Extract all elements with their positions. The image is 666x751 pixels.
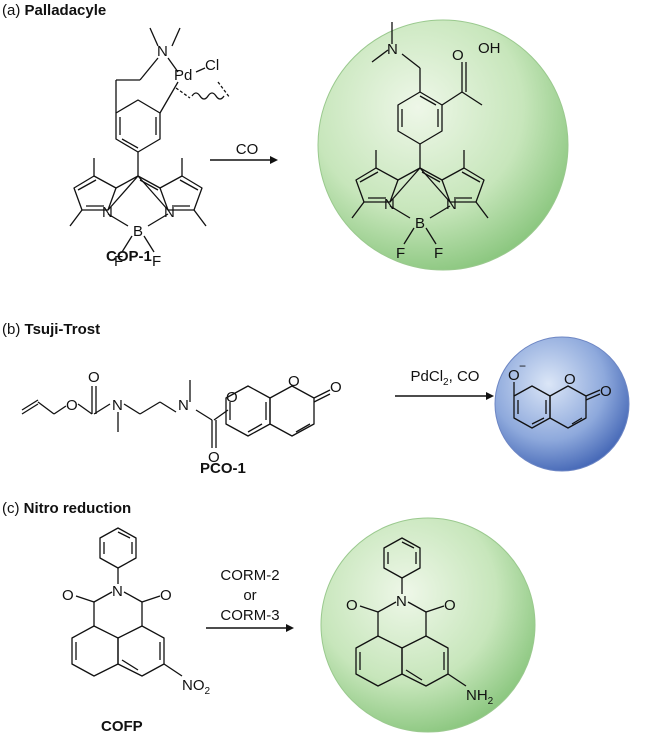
atom-o-ring: O — [288, 373, 300, 390]
reagent-label-pdcl2-co: PdCl2, CO — [395, 367, 495, 393]
panel-a-tag: (a) — [2, 2, 21, 19]
atom-o-ether: O — [66, 397, 78, 414]
structure-product-a — [351, 22, 489, 245]
atom-o-ring: O — [564, 371, 576, 388]
compound-label-pco1: PCO-1 — [200, 460, 246, 477]
compound-label-cop1: COP-1 — [106, 248, 152, 265]
atom-no2-subscript: 2 — [205, 686, 211, 697]
panel-b-header: (b) Tsuji-Trost — [2, 321, 100, 338]
atom-labels-pco1: O O N N O O O O — [66, 369, 342, 466]
reagent-line-or: or — [243, 587, 257, 604]
panel-a-title: Palladacyle — [24, 2, 107, 19]
reagent-label-corm: CORM-2 or CORM-3 — [205, 566, 295, 626]
atom-oh: OH — [478, 40, 501, 57]
atom-labels-cop1: N Pd Cl N N B F F — [102, 43, 219, 270]
atom-f-left: F — [396, 245, 405, 262]
structure-pco1 — [21, 380, 331, 448]
atom-no2: NO2 — [182, 677, 211, 697]
structure-product-b — [513, 382, 601, 429]
panel-a-header: (a) Palladacyle — [2, 2, 106, 19]
atom-n-2: N — [178, 397, 189, 414]
reagent-co-text: , CO — [448, 368, 480, 385]
atom-o-phenolate: O — [508, 367, 520, 384]
atom-n-amine: N — [157, 43, 168, 60]
panel-b-title: Tsuji-Trost — [24, 321, 101, 338]
atom-labels-product-c: N O O NH2 — [346, 593, 494, 707]
atom-nh2: NH2 — [466, 687, 494, 707]
atom-pd: Pd — [174, 67, 192, 84]
atom-f-right: F — [152, 253, 161, 270]
atom-o-carbonyl: O — [452, 47, 464, 64]
reagent-line-corm3: CORM-3 — [220, 607, 280, 624]
atom-o-aryl: O — [226, 389, 238, 406]
atom-o-left: O — [62, 587, 74, 604]
reagent-pdcl-text: PdCl — [410, 368, 444, 385]
reagent-pdcl-subscript: 2 — [443, 377, 449, 388]
atom-n-right: N — [446, 196, 457, 213]
atom-n-amine: N — [387, 41, 398, 58]
atom-b: B — [415, 215, 425, 232]
reaction-arrow-b — [395, 392, 494, 400]
product-sphere-a — [317, 19, 569, 271]
reagent-line-corm2: CORM-2 — [220, 567, 280, 584]
panel-c-header: (c) Nitro reduction — [2, 500, 131, 517]
atom-no2-text: NO — [182, 677, 205, 694]
atom-o-carbonyl-1: O — [88, 369, 100, 386]
product-sphere-c — [320, 517, 536, 733]
atom-o-left: O — [346, 597, 358, 614]
atom-o-carbonyl-2: O — [208, 449, 220, 466]
atom-n: N — [396, 593, 407, 610]
atom-cl: Cl — [205, 57, 219, 74]
atom-o-carbonyl: O — [600, 383, 612, 400]
reaction-arrow-c — [206, 624, 294, 632]
atom-labels-product-b: O − O O — [508, 359, 612, 400]
structure-cofp — [71, 527, 183, 677]
atom-b: B — [133, 223, 143, 240]
panel-b-tag: (b) — [2, 321, 21, 338]
panel-c-title: Nitro reduction — [23, 500, 132, 517]
product-sphere-b — [494, 336, 630, 472]
reagent-label-co: CO — [235, 141, 259, 158]
atom-nh2-text: NH — [466, 687, 488, 704]
atom-labels-cofp: N O O NO2 — [62, 583, 211, 697]
panel-c-tag: (c) — [2, 500, 20, 517]
atom-n: N — [112, 583, 123, 600]
atom-f-right: F — [434, 245, 443, 262]
structure-cop1 — [69, 27, 231, 253]
atom-o-right: O — [444, 597, 456, 614]
compound-label-cofp: COFP — [101, 718, 143, 735]
atom-n-right: N — [164, 204, 175, 221]
reaction-arrow-a — [210, 156, 278, 164]
atom-o-right: O — [160, 587, 172, 604]
atom-n-left: N — [102, 204, 113, 221]
atom-n-left: N — [384, 196, 395, 213]
atom-charge-minus: − — [519, 359, 526, 373]
atom-nh2-subscript: 2 — [488, 696, 494, 707]
structure-product-c — [355, 537, 467, 687]
atom-f-left: F — [114, 253, 123, 270]
atom-o-lactone: O — [330, 379, 342, 396]
atom-labels-product-a: N OH O N N B F F — [384, 40, 501, 262]
atom-n-1: N — [112, 397, 123, 414]
